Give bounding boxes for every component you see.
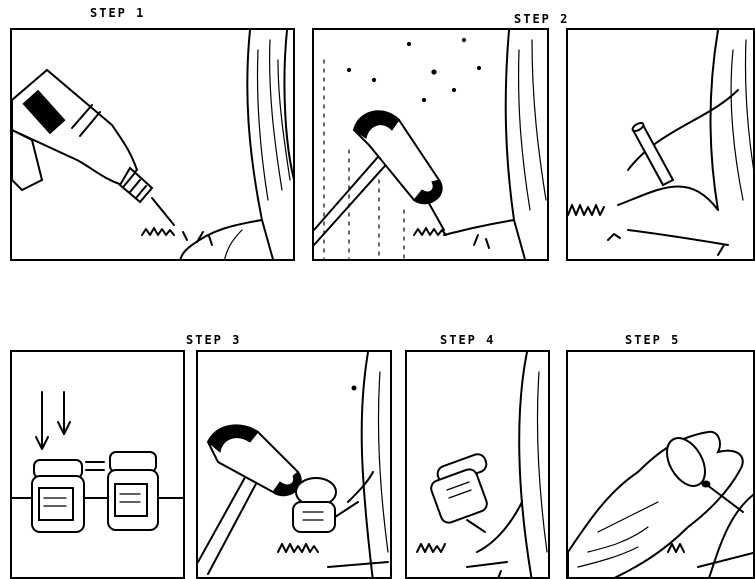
jar-left-icon [32, 460, 84, 532]
gloved-hand-illustration [568, 352, 755, 579]
step-2-label: STEP 2 [514, 12, 569, 26]
step-1-label: STEP 1 [90, 6, 145, 20]
panel-jars [10, 350, 185, 579]
panel-hammer-jar [196, 350, 392, 579]
hammer-jar-illustration [198, 352, 392, 579]
spile-icon [631, 121, 673, 185]
step-3-label: STEP 3 [186, 333, 241, 347]
step-5-label: STEP 5 [625, 333, 680, 347]
panel-drill-tree [10, 28, 295, 261]
jars-illustration [12, 352, 185, 579]
panel-jar-attached [405, 350, 550, 579]
jar-right-icon [108, 452, 158, 530]
panel-gloved-hand [566, 350, 755, 579]
hammer-illustration [314, 30, 549, 261]
jar-on-tap-icon-2 [429, 452, 489, 532]
jar-on-tap-icon [293, 478, 358, 532]
panel-spile-inserted [566, 28, 755, 261]
step-4-label: STEP 4 [440, 333, 495, 347]
jar-attached-illustration [407, 352, 550, 579]
panel-hammer-tree [312, 28, 549, 261]
drill-icon [12, 70, 174, 225]
drill-illustration [12, 30, 295, 261]
spile-illustration [568, 30, 755, 261]
